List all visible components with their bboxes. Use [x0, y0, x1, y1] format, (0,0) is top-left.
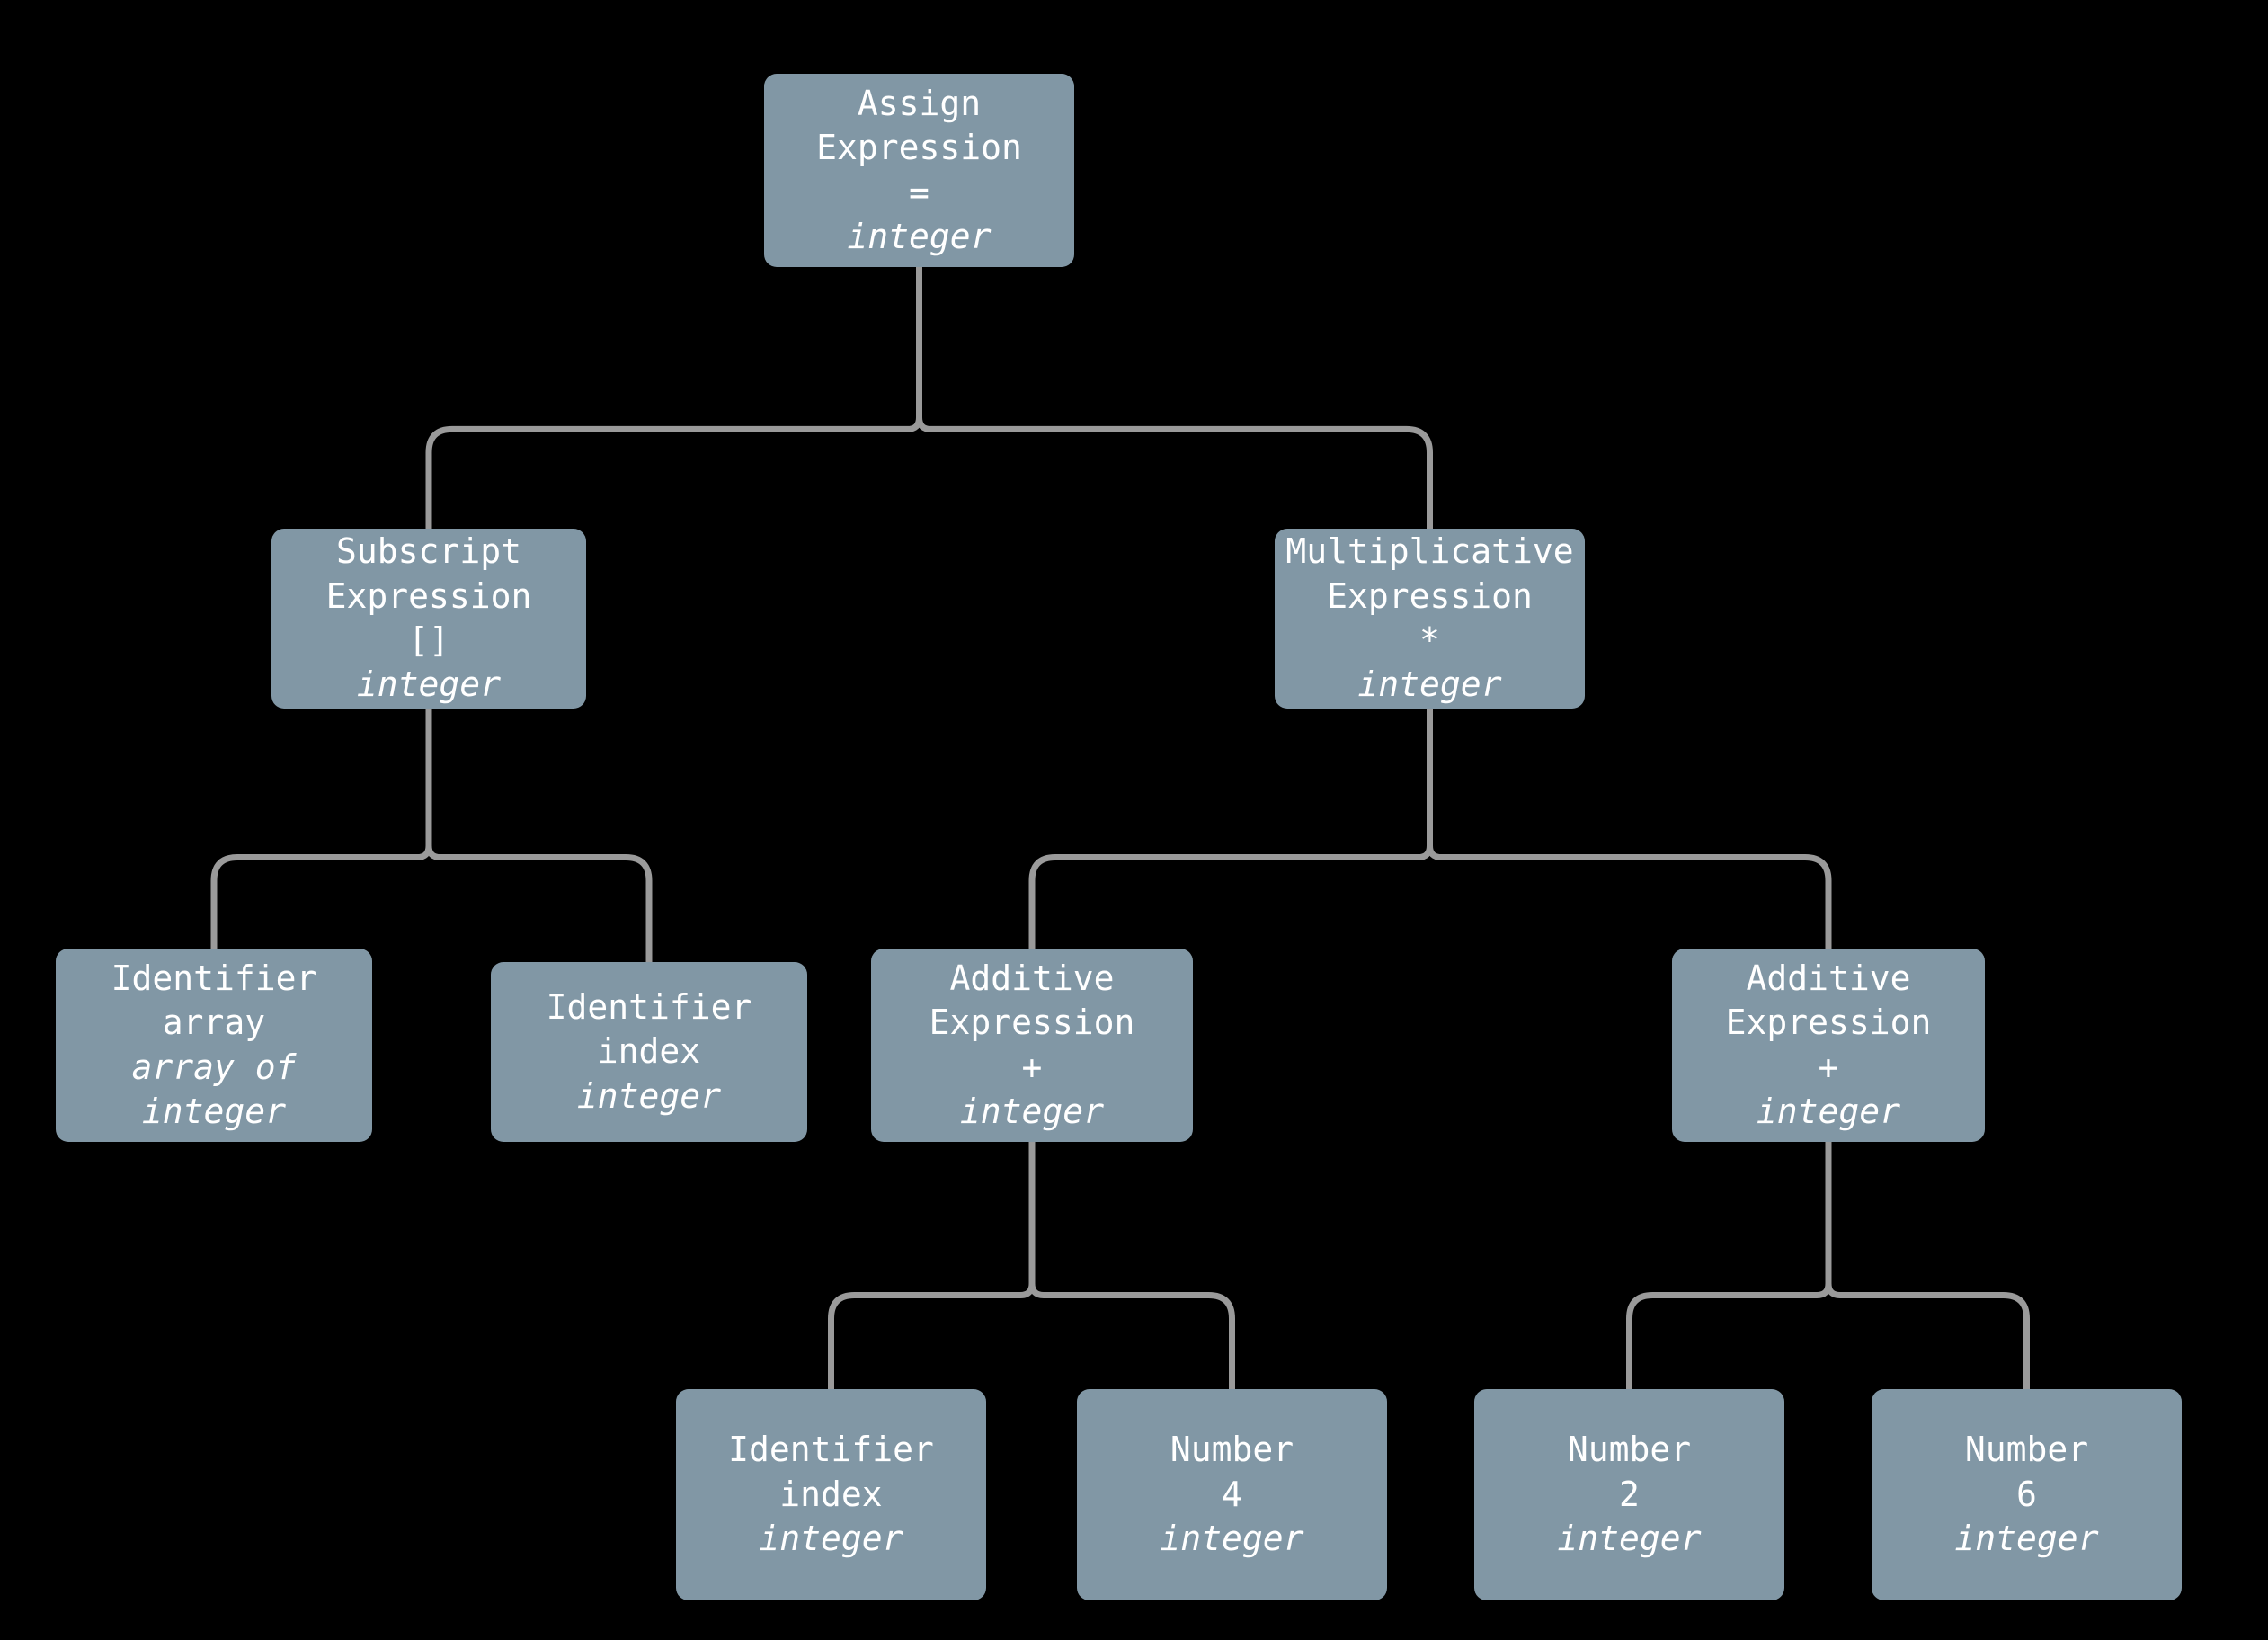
node-operator: = — [909, 172, 929, 212]
node-kind-line: Identifier — [546, 986, 752, 1027]
edge-assign-to-multiplicative — [916, 414, 1433, 532]
node-type: integer — [576, 1075, 722, 1116]
node-kind-line: Multiplicative — [1285, 531, 1574, 572]
node-kind-line: Subscript — [336, 531, 521, 572]
node-kind-line: Identifier — [111, 958, 317, 998]
node-kind-line: Number — [1170, 1430, 1294, 1470]
node-type: integer — [1756, 1091, 1901, 1131]
node-type: integer — [959, 1091, 1105, 1131]
node-type: integer — [847, 216, 992, 256]
node-operator: [] — [408, 620, 449, 660]
node-kind-line: Assign — [857, 83, 982, 123]
node-operator: + — [1818, 1047, 1839, 1087]
node-name-line: 4 — [1222, 1474, 1242, 1514]
node-name-line: 2 — [1619, 1474, 1640, 1514]
node-kind-line: Additive — [949, 958, 1115, 998]
edge-subscript-to-ident-array — [210, 842, 432, 952]
node-type: integer — [1557, 1519, 1702, 1559]
node-kind-line: Number — [1964, 1430, 2089, 1470]
node-name-line: Expression — [1725, 1003, 1932, 1043]
edge-additive-left-to-number-4 — [1028, 1280, 1235, 1393]
node-operator: * — [1419, 620, 1440, 660]
node-kind-line: Identifier — [728, 1430, 934, 1470]
node-type: integer — [141, 1091, 287, 1131]
edge-additive-right-to-number-6 — [1825, 1280, 2030, 1393]
node-name-line: Expression — [929, 1003, 1135, 1043]
node-type: integer — [1160, 1519, 1304, 1559]
node-name-line: 6 — [2016, 1474, 2037, 1514]
node-type: array of — [131, 1047, 297, 1087]
edge-multiplicative-to-additive-right — [1427, 842, 1832, 952]
node-type: integer — [356, 664, 502, 705]
edge-additive-left-to-ident-index-2 — [828, 1280, 1036, 1393]
edge-multiplicative-to-additive-left — [1028, 842, 1433, 952]
node-kind-line: Number — [1567, 1430, 1692, 1470]
node-name-line: Expression — [816, 128, 1022, 168]
node-name-line: index — [597, 1031, 701, 1072]
edge-assign-to-subscript — [425, 414, 922, 532]
edge-additive-right-to-number-2 — [1626, 1280, 1832, 1393]
node-name-line: Expression — [325, 575, 532, 616]
node-type: integer — [759, 1519, 903, 1559]
node-operator: + — [1021, 1047, 1043, 1087]
node-name-line: array — [162, 1003, 266, 1043]
edge-subscript-to-ident-index-1 — [425, 842, 653, 966]
node-name-line: index — [779, 1474, 883, 1514]
node-type: integer — [1357, 664, 1502, 705]
node-type: integer — [1954, 1519, 2099, 1559]
node-kind-line: Additive — [1746, 958, 1911, 998]
node-name-line: Expression — [1327, 575, 1533, 616]
